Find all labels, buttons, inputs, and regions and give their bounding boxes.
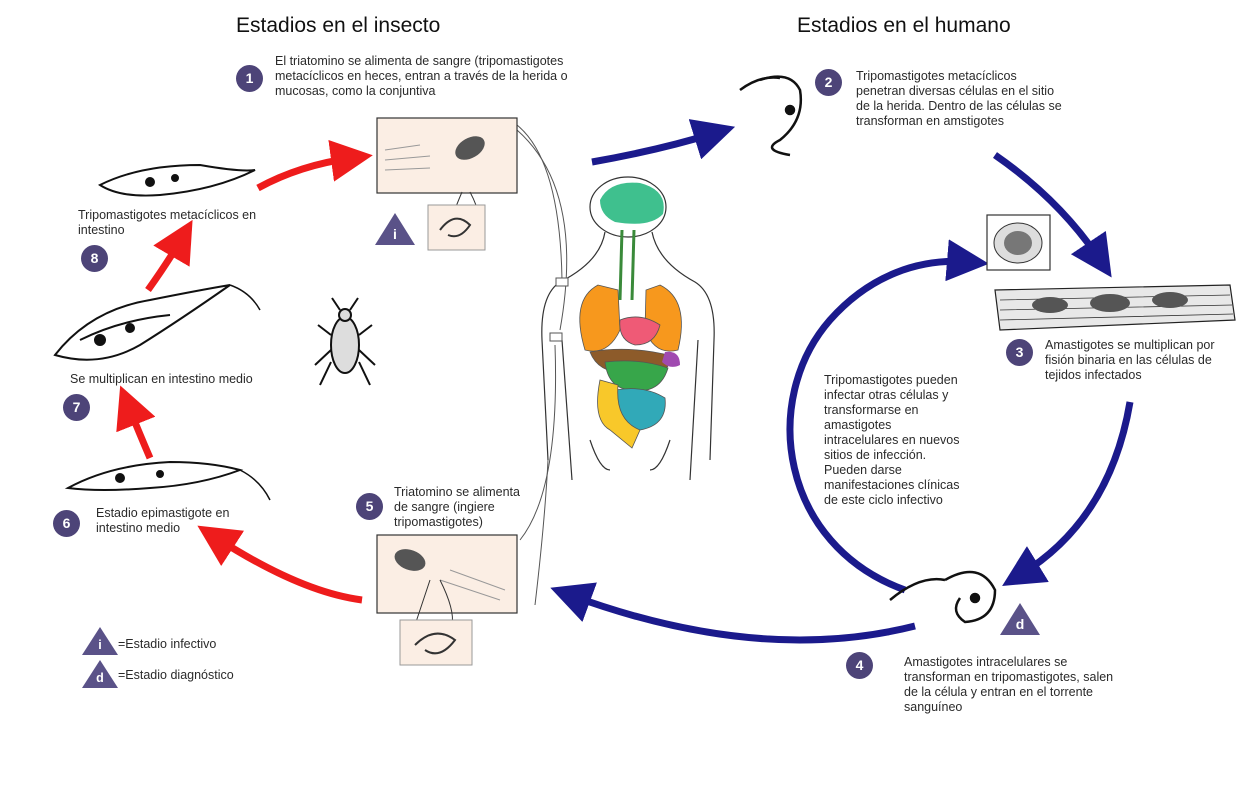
connector-lines (517, 125, 567, 605)
arrow-4-to-5 (570, 595, 915, 640)
legend-diagnostic-symbol: d (94, 671, 106, 686)
human-stages-heading: Estadios en el humano (797, 14, 1011, 38)
contact-square (556, 278, 568, 286)
step-6-badge: 6 (53, 510, 80, 537)
step-2-badge: 2 (815, 69, 842, 96)
arrow-7-to-8 (148, 238, 182, 290)
arrow-1-to-2 (592, 133, 715, 162)
epimastigote-multiplying-7 (55, 285, 260, 360)
triatomine-bug (315, 298, 375, 385)
step-3-badge: 3 (1006, 339, 1033, 366)
arrow-5-to-6 (215, 537, 362, 600)
insect-stages-heading: Estadios en el insecto (236, 14, 440, 38)
arrow-6-to-7 (128, 405, 150, 458)
arrow-8-to-1 (258, 158, 352, 188)
legend-diagnostic-label: =Estadio diagnóstico (118, 668, 234, 683)
amastigote-cell-box (987, 215, 1050, 270)
epimastigote-6 (68, 462, 270, 500)
trypomastigote-2 (740, 77, 801, 155)
step-7-badge: 7 (63, 394, 90, 421)
trypomastigote-4 (890, 572, 995, 622)
infected-tissue (995, 285, 1235, 330)
infective-marker-letter: i (388, 227, 402, 242)
diagnostic-marker-letter: d (1013, 617, 1027, 632)
legend-infective-symbol: i (94, 638, 106, 653)
step-7-text: Se multiplican en intestino medio (70, 372, 253, 387)
feeding-box-bottom (377, 535, 517, 665)
trypomastigote-8 (100, 165, 255, 196)
step-4-badge: 4 (846, 652, 873, 679)
contact-square (550, 333, 562, 341)
step-8-badge: 8 (81, 245, 108, 272)
arrow-3-to-4 (1020, 402, 1130, 575)
step-1-text: El triatomino se alimenta de sangre (tri… (275, 54, 568, 99)
step-1-badge: 1 (236, 65, 263, 92)
step-5-badge: 5 (356, 493, 383, 520)
legend-infective-label: =Estadio infectivo (118, 637, 216, 652)
